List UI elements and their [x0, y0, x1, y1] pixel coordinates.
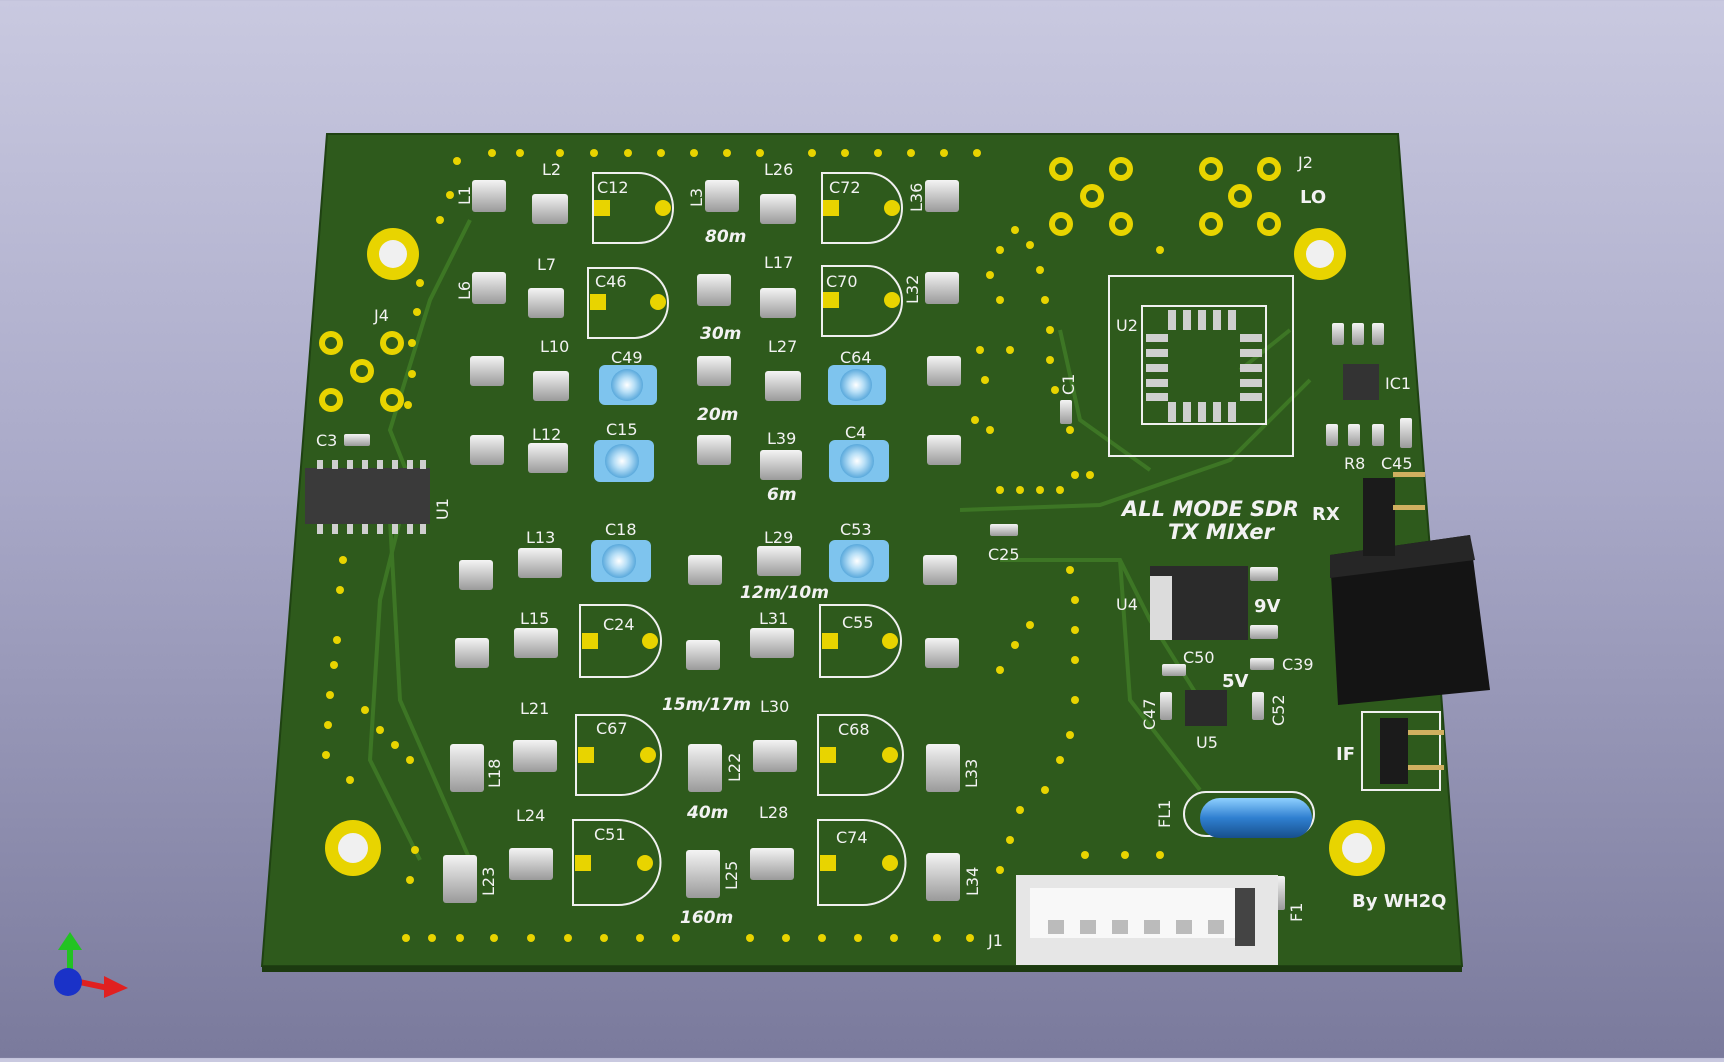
label-c68: C68	[838, 720, 870, 739]
label-c51: C51	[594, 825, 626, 844]
label-l7: L7	[537, 255, 556, 274]
capacitor-footprints	[572, 172, 907, 906]
label-c12: C12	[597, 178, 629, 197]
label-l36: L36	[907, 183, 926, 212]
label-if: IF	[1336, 744, 1355, 765]
label-c55: C55	[842, 613, 874, 632]
trimmer-capacitors	[591, 365, 889, 582]
label-l15: L15	[520, 609, 549, 628]
label-j4: J4	[373, 306, 389, 325]
label-c18: C18	[605, 520, 637, 539]
if-header	[1361, 711, 1444, 791]
label-c74: C74	[836, 828, 868, 847]
label-u4: U4	[1116, 595, 1138, 614]
band-6m: 6m	[767, 485, 797, 505]
j1-connector	[1016, 875, 1278, 965]
label-l32: L32	[903, 275, 922, 304]
label-l39: L39	[767, 429, 796, 448]
label-fl1: FL1	[1155, 800, 1174, 828]
label-l18: L18	[485, 759, 504, 788]
u5-chip	[1185, 690, 1227, 726]
label-c53: C53	[840, 520, 872, 539]
label-c3: C3	[316, 431, 337, 450]
band-160m: 160m	[680, 908, 733, 928]
label-l27: L27	[768, 337, 797, 356]
u1-soic-chip	[305, 460, 430, 534]
label-c39: C39	[1282, 655, 1314, 674]
rx-relay	[1330, 472, 1490, 705]
label-l3: L3	[687, 188, 706, 207]
label-c24: C24	[603, 615, 635, 634]
label-c49: C49	[611, 348, 643, 367]
label-ic1: IC1	[1385, 374, 1411, 393]
mounting-holes	[325, 228, 1385, 876]
label-c70: C70	[826, 272, 858, 291]
label-c50: C50	[1183, 648, 1215, 667]
smd-components	[344, 180, 1412, 910]
label-u5: U5	[1196, 733, 1218, 752]
board-credit: By WH2Q	[1352, 891, 1446, 912]
label-5v: 5V	[1222, 671, 1249, 692]
label-l6: L6	[455, 281, 474, 300]
label-l2: L2	[542, 160, 561, 179]
label-l31: L31	[759, 609, 788, 628]
band-20m: 20m	[697, 405, 738, 425]
band-15m-17m: 15m/17m	[662, 695, 751, 715]
label-c1: C1	[1059, 374, 1078, 395]
label-c25: C25	[988, 545, 1020, 564]
label-lo: LO	[1300, 187, 1326, 208]
pcb-board-edge	[262, 966, 1462, 972]
label-9v: 9V	[1254, 596, 1281, 617]
label-c46: C46	[595, 272, 627, 291]
band-80m: 80m	[705, 227, 746, 247]
label-u1: U1	[433, 498, 452, 520]
u4-regulator	[1150, 566, 1248, 640]
board-title-line2: TX MIXer	[1168, 520, 1276, 544]
label-l25: L25	[722, 861, 741, 890]
label-c4: C4	[845, 423, 866, 442]
label-c72: C72	[829, 178, 861, 197]
band-40m: 40m	[686, 803, 728, 823]
fl1-filter	[1183, 791, 1315, 838]
label-c67: C67	[596, 719, 628, 738]
label-c47: C47	[1140, 698, 1159, 730]
label-l10: L10	[540, 337, 569, 356]
label-l29: L29	[764, 528, 793, 547]
label-l17: L17	[764, 253, 793, 272]
label-u2: U2	[1116, 316, 1138, 335]
via-dots	[322, 149, 1164, 942]
u2-qfn-footprint	[1108, 275, 1294, 457]
label-j1: J1	[987, 931, 1003, 950]
label-rx: RX	[1312, 504, 1340, 525]
label-l30: L30	[760, 697, 789, 716]
label-l23: L23	[479, 867, 498, 896]
label-f1: F1	[1287, 903, 1306, 922]
label-l22: L22	[725, 753, 744, 782]
silkscreen-labels: L1 L2 C12 L3 L26 C72 L36 80m L6 L7 C46 L…	[316, 153, 1446, 950]
label-c45: C45	[1381, 454, 1413, 473]
label-l13: L13	[526, 528, 555, 547]
board-title-line1: ALL MODE SDR	[1120, 497, 1299, 521]
band-30m: 30m	[700, 324, 741, 344]
label-l34: L34	[963, 867, 982, 896]
ic1-chip	[1343, 364, 1379, 400]
label-r8: R8	[1344, 454, 1365, 473]
label-l26: L26	[764, 160, 793, 179]
label-l21: L21	[520, 699, 549, 718]
label-l24: L24	[516, 806, 545, 825]
label-l28: L28	[759, 803, 788, 822]
label-c15: C15	[606, 420, 638, 439]
label-j2: J2	[1297, 153, 1313, 172]
label-l12: L12	[532, 425, 561, 444]
label-c64: C64	[840, 348, 872, 367]
label-l1: L1	[455, 186, 474, 205]
axis-orientation-gizmo	[54, 932, 128, 998]
band-12m-10m: 12m/10m	[740, 583, 829, 603]
label-l33: L33	[962, 759, 981, 788]
label-c52: C52	[1269, 694, 1288, 726]
